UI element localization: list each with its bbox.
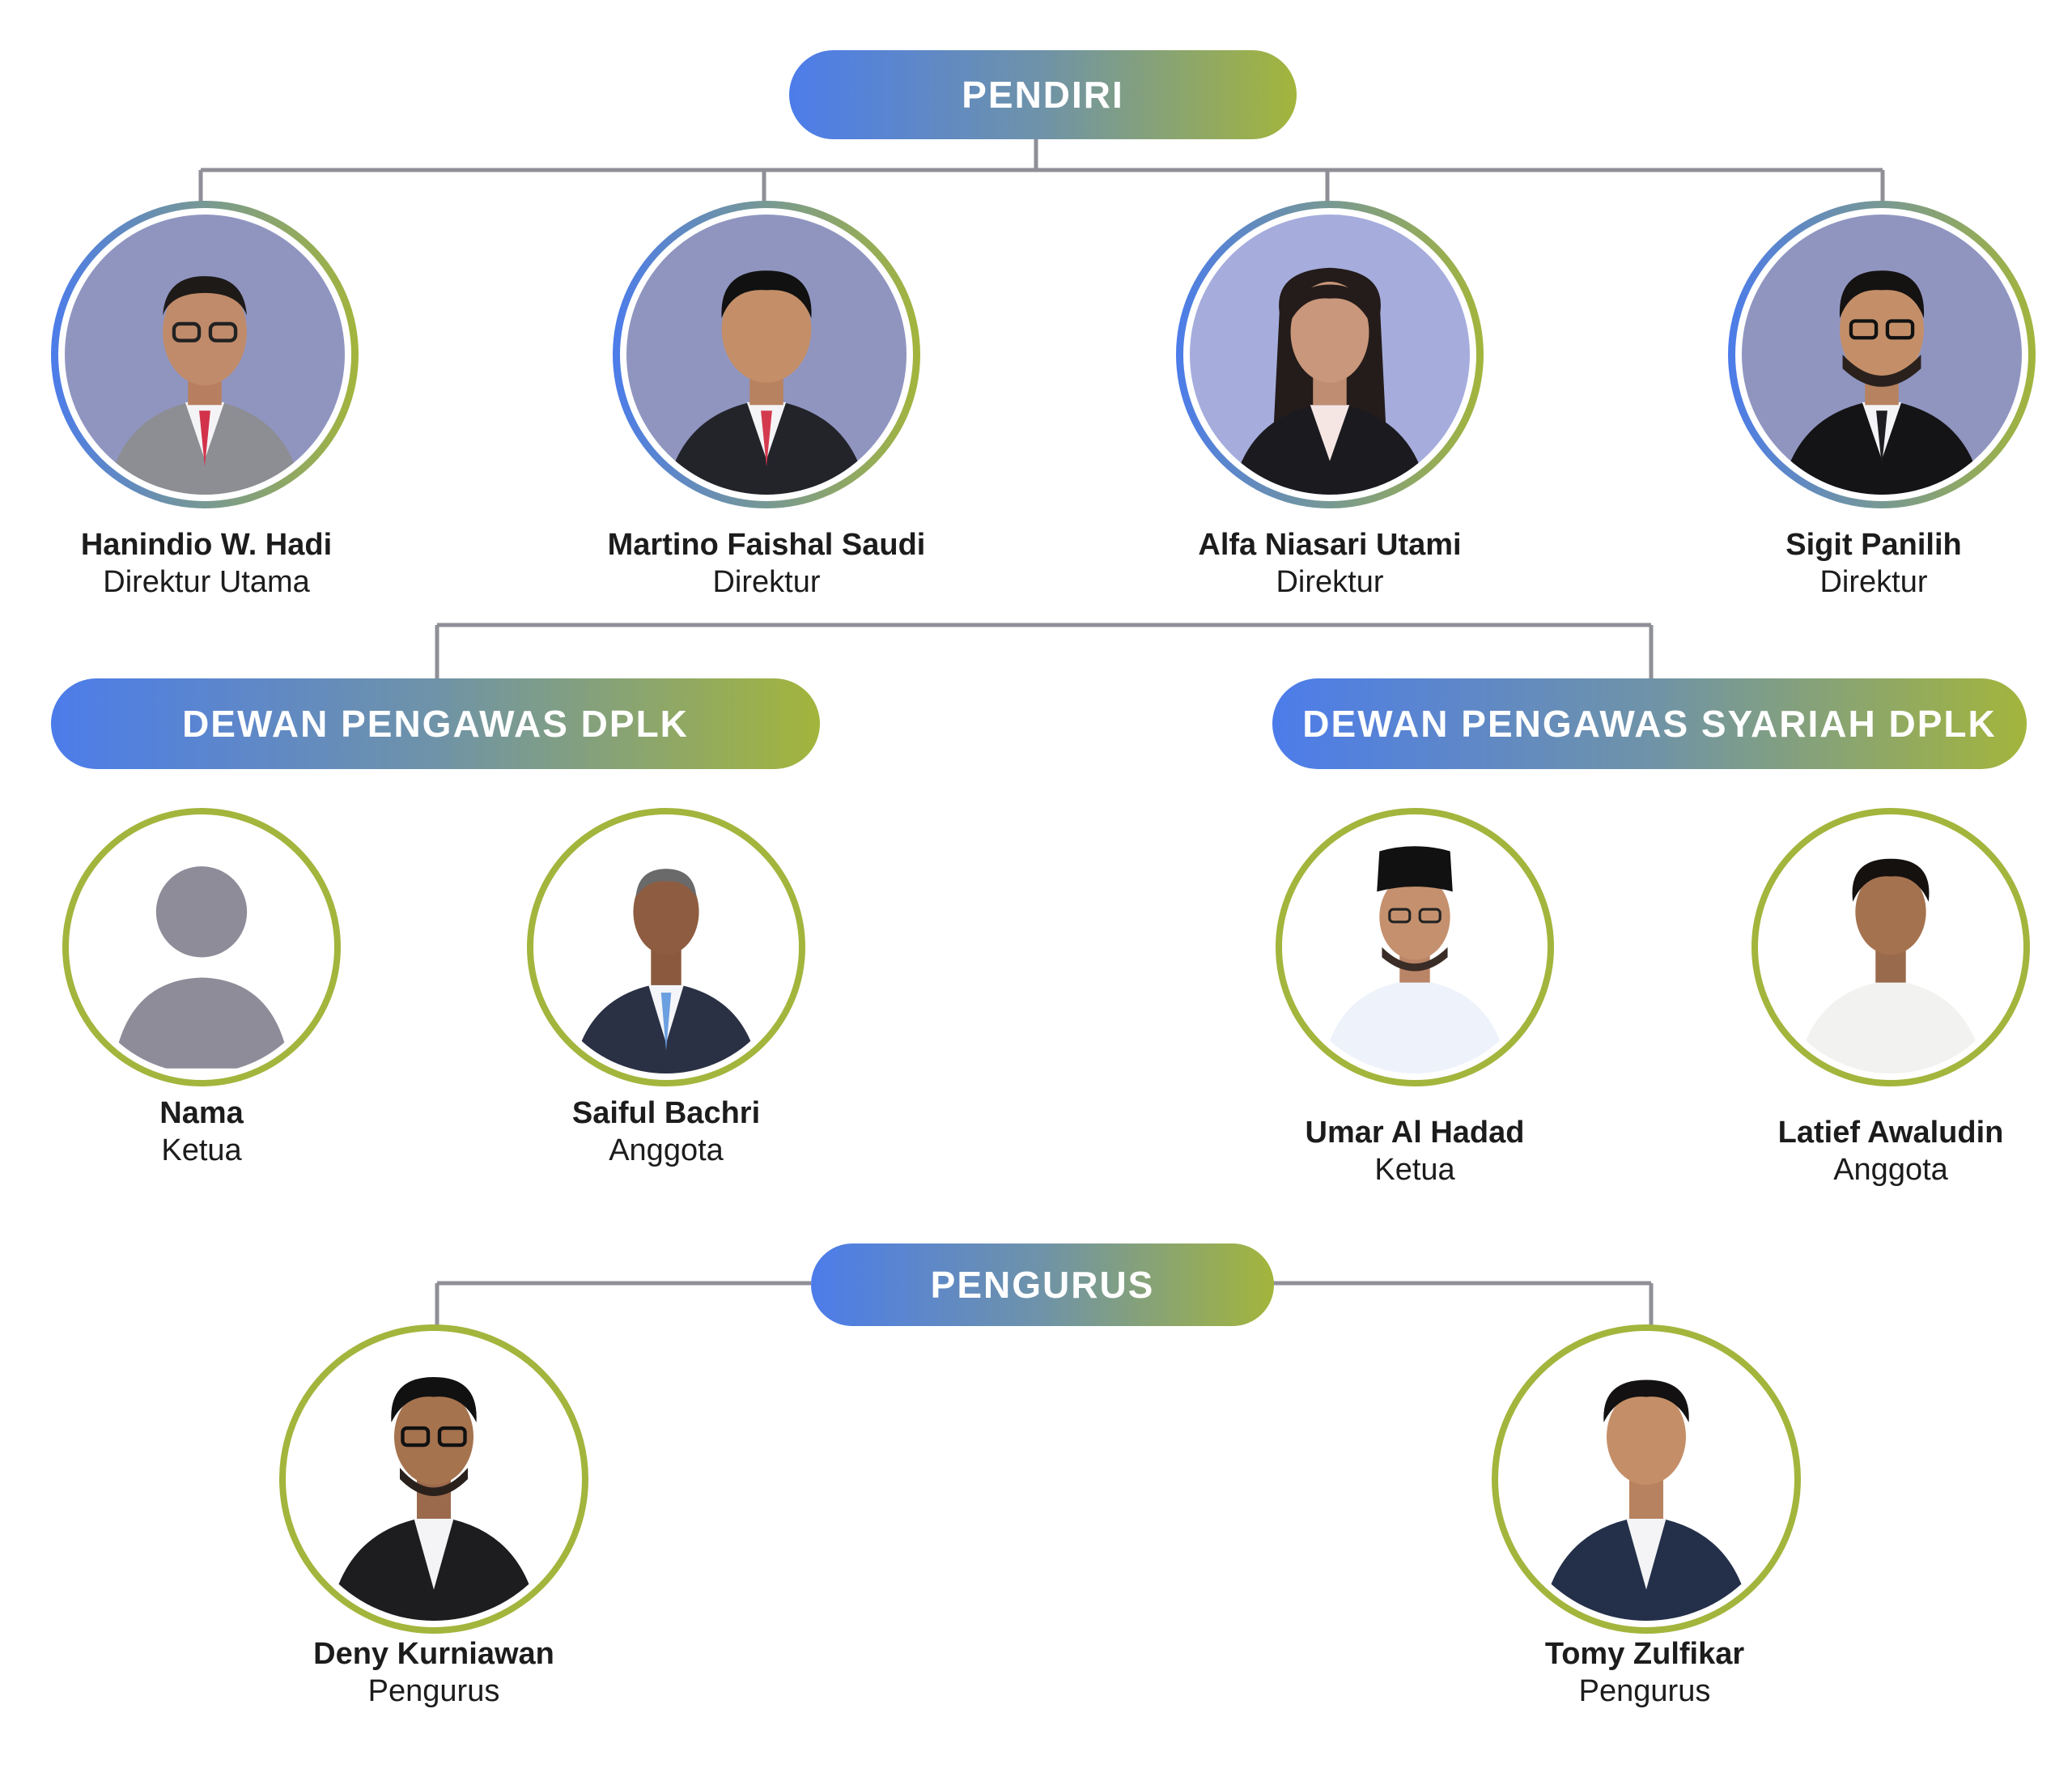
member-role: Pengurus xyxy=(367,1674,500,1708)
member-role: Pengurus xyxy=(1578,1674,1711,1708)
member-role: Anggota xyxy=(609,1133,724,1167)
member-role: Direktur xyxy=(1819,565,1928,599)
person-portrait-icon xyxy=(626,215,906,495)
section-pengurus: PENGURUS xyxy=(811,1243,1274,1326)
member-label-umar: Umar Al Hadad Ketua xyxy=(1188,1114,1641,1188)
member-label-tomy: Tomy Zulfikar Pengurus xyxy=(1418,1635,1871,1710)
person-portrait-icon xyxy=(540,821,792,1073)
member-name: Deny Kurniawan xyxy=(313,1637,554,1671)
member-photo-hanindio xyxy=(51,201,359,508)
member-name: Umar Al Hadad xyxy=(1305,1116,1525,1150)
member-photo-deny xyxy=(279,1324,588,1634)
member-name: Tomy Zulfikar xyxy=(1544,1637,1745,1671)
person-portrait-icon xyxy=(1505,1337,1788,1621)
member-label-alfa: Alfa Niasari Utami Direktur xyxy=(1103,526,1556,601)
member-name: Martino Faishal Saudi xyxy=(607,528,926,562)
member-role: Ketua xyxy=(161,1133,242,1167)
member-photo-saiful xyxy=(527,808,805,1086)
member-photo-latief xyxy=(1751,808,2030,1086)
section-pendiri: PENDIRI xyxy=(789,50,1297,139)
member-name: Saiful Bachri xyxy=(571,1096,761,1130)
member-role: Direktur xyxy=(1276,565,1384,599)
person-portrait-icon xyxy=(292,1337,575,1621)
member-name: Alfa Niasari Utami xyxy=(1198,528,1462,562)
member-photo-tomy xyxy=(1492,1324,1801,1634)
person-portrait-icon xyxy=(65,215,345,495)
member-label-latief: Latief Awaludin Anggota xyxy=(1664,1114,2072,1188)
member-role: Anggota xyxy=(1833,1153,1948,1187)
person-portrait-icon xyxy=(1764,821,2017,1073)
member-photo-umar xyxy=(1276,808,1554,1086)
person-portrait-icon xyxy=(1190,215,1470,495)
member-photo-sigit xyxy=(1728,201,2036,508)
member-role: Direktur Utama xyxy=(103,565,310,599)
member-role: Ketua xyxy=(1374,1153,1455,1187)
member-label-saiful: Saiful Bachri Anggota xyxy=(439,1095,893,1169)
section-dewan-pengawas: DEWAN PENGAWAS DPLK xyxy=(51,678,820,769)
member-role: Direktur xyxy=(712,565,821,599)
member-name: Nama xyxy=(159,1096,244,1130)
member-name: Sigit Panilih xyxy=(1785,528,1962,562)
member-name: Latief Awaludin xyxy=(1777,1116,2004,1150)
person-portrait-icon xyxy=(1742,215,2022,495)
member-label-deny: Deny Kurniawan Pengurus xyxy=(207,1635,660,1710)
member-photo-alfa xyxy=(1176,201,1484,508)
member-photo-nama xyxy=(62,808,341,1086)
member-label-sigit: Sigit Panilih Direktur xyxy=(1647,526,2072,601)
member-name: Hanindio W. Hadi xyxy=(80,528,333,562)
member-label-nama: Nama Ketua xyxy=(0,1095,428,1169)
member-photo-martino xyxy=(613,201,920,508)
placeholder-avatar-icon xyxy=(75,821,328,1073)
section-dewan-pengawas-syariah: DEWAN PENGAWAS SYARIAH DPLK xyxy=(1272,678,2027,769)
member-label-martino: Martino Faishal Saudi Direktur xyxy=(540,526,993,601)
person-portrait-icon xyxy=(1289,821,1541,1073)
member-label-hanindio: Hanindio W. Hadi Direktur Utama xyxy=(0,526,433,601)
